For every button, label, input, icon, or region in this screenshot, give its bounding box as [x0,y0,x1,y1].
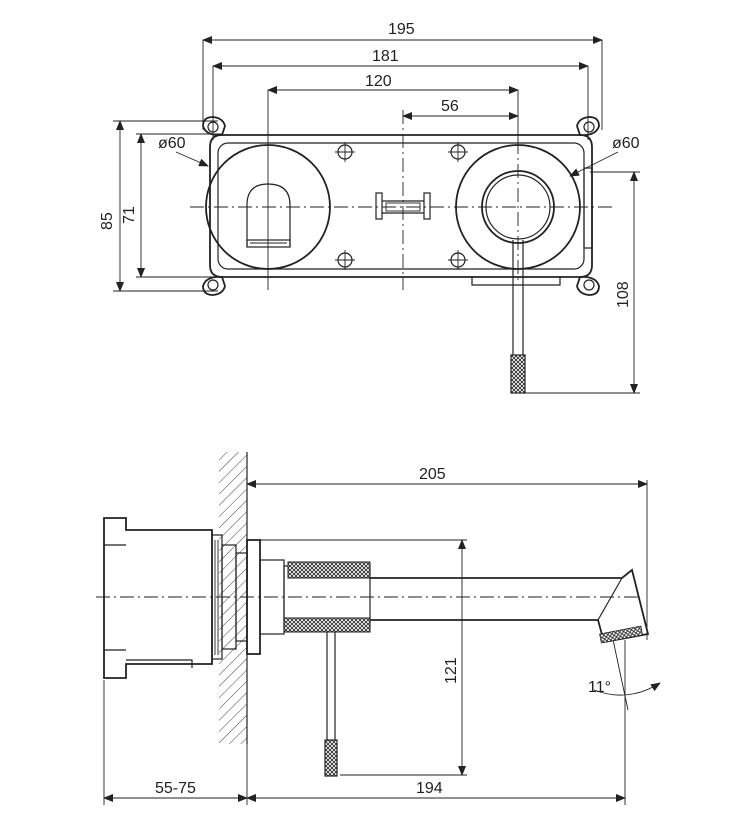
dimension-108: 108 [522,171,640,394]
spout [370,568,650,644]
diameter-right: ø60 [569,135,640,177]
dim-121-label: 121 [443,657,460,684]
dimension-55-75: 55-75 [103,680,248,805]
lever-knurled-grip [510,354,526,394]
wall-section [219,452,247,744]
dim-194-label: 194 [416,780,443,797]
dimension-angle: 11° [588,634,661,711]
dim-181-label: 181 [372,48,399,65]
dim-56-label: 56 [441,98,459,115]
concealed-body [103,517,248,679]
lever-mixer-circle [455,144,581,394]
dim-205-label: 205 [419,466,446,483]
mounting-screws [335,142,468,270]
dimension-120: 120 [267,73,519,290]
center-connector [375,192,431,220]
front-view: 195 181 120 56 85 [99,21,640,394]
dim-120-label: 120 [365,73,392,90]
dim-71-label: 71 [121,206,138,224]
dimension-85: 85 [99,120,218,292]
dimension-56: 56 [402,98,519,290]
dim-dia-right-label: ø60 [612,135,640,152]
dimension-71: 71 [121,133,222,278]
mounting-plate [202,116,600,296]
dim-dia-left-label: ø60 [158,135,186,152]
dimension-194: 194 [246,640,626,805]
dimension-195: 195 [202,21,603,130]
dimension-121: 121 [255,539,467,776]
spout-outlet-circle [205,144,331,270]
dim-55-75-label: 55-75 [155,780,196,797]
mixer-body [283,561,371,777]
knurled-ring-bottom [283,617,371,633]
dimension-205: 205 [246,466,648,640]
dim-195-label: 195 [388,21,415,38]
diameter-left: ø60 [158,135,209,167]
screw-marker [448,142,468,162]
dim-85-label: 85 [99,212,116,230]
dimension-181: 181 [212,48,589,140]
dim-108-label: 108 [615,281,632,308]
spout-aerator [599,625,644,644]
screw-marker [335,250,355,270]
side-lever-grip [324,739,338,777]
screw-marker [335,142,355,162]
knurled-ring-top [287,561,371,579]
dim-angle-label: 11° [588,679,611,696]
screw-marker [448,250,468,270]
side-view: 205 121 55-75 194 11° [96,452,661,805]
